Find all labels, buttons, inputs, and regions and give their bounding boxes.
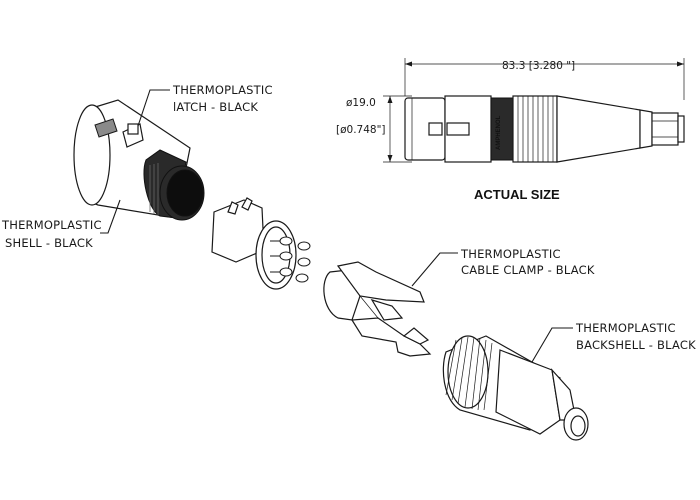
shell-label-line1: THERMOPLASTIC bbox=[1, 218, 102, 232]
cable-clamp-part bbox=[323, 261, 432, 357]
backshell-label-line2: BACKSHELL - BLACK bbox=[576, 338, 696, 352]
label-backshell: THERMOPLASTIC BACKSHELL - BLACK bbox=[531, 321, 696, 363]
backshell-label-line1: THERMOPLASTIC bbox=[575, 321, 676, 335]
shell-part bbox=[73, 99, 205, 221]
actual-size-view: 83.3 [3.280 "] ø19.0 [ø0.748"] AMPHENOL … bbox=[336, 58, 685, 202]
clamp-label-line1: THERMOPLASTIC bbox=[460, 247, 561, 261]
latch-label-line1: THERMOPLASTIC bbox=[172, 83, 273, 97]
brand-mark: AMPHENOL bbox=[496, 115, 502, 150]
diameter-mm: ø19.0 bbox=[346, 97, 376, 109]
clamp-label-line2: CABLE CLAMP - BLACK bbox=[461, 263, 595, 277]
actual-size-caption: ACTUAL SIZE bbox=[474, 187, 560, 202]
length-dimension: 83.3 [3.280 "] bbox=[502, 60, 575, 72]
label-latch: THERMOPLASTIC lATCH - BLACK bbox=[137, 83, 273, 127]
label-cable-clamp: THERMOPLASTIC CABLE CLAMP - BLACK bbox=[411, 247, 595, 287]
label-shell: THERMOPLASTIC SHELL - BLACK bbox=[1, 199, 121, 250]
latch-label-line2: lATCH - BLACK bbox=[173, 100, 258, 114]
shell-label-line2: SHELL - BLACK bbox=[5, 236, 93, 250]
backshell-part bbox=[442, 335, 589, 441]
diameter-in: [ø0.748"] bbox=[336, 124, 386, 136]
contact-insert-part bbox=[211, 197, 311, 290]
